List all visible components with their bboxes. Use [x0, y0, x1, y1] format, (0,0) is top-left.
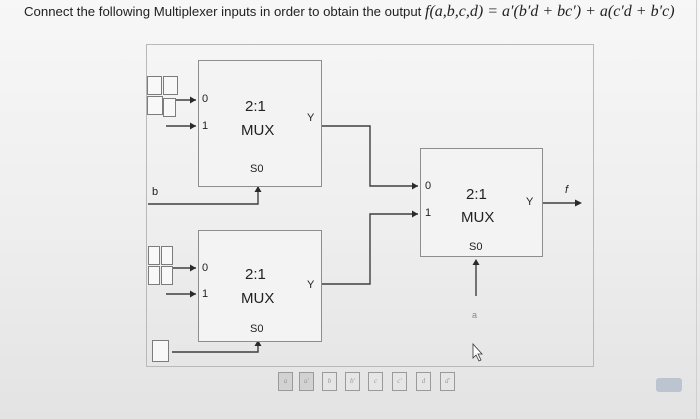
- drop-slot-bottom-in1-a[interactable]: [161, 246, 173, 265]
- drop-slot-top-in0-b[interactable]: [147, 96, 163, 115]
- drop-slot-bottom-in0-a[interactable]: [148, 246, 160, 265]
- drop-slot-bottom-in0-b[interactable]: [148, 266, 160, 285]
- drop-slot-bottom-select[interactable]: [152, 340, 169, 362]
- output-f-label: f: [565, 184, 569, 196]
- mux-bottom-select-label: S0: [250, 323, 264, 335]
- scrollbar-thumb[interactable]: [656, 378, 682, 392]
- mux-top-in0-label: 0: [202, 93, 209, 105]
- diagram-frame: [146, 44, 594, 367]
- drop-slot-top-in0-a[interactable]: [147, 76, 162, 95]
- drop-slot-bottom-in1-b[interactable]: [161, 266, 173, 285]
- mouse-cursor-icon: [472, 342, 483, 362]
- mux-top-subtitle: MUX: [241, 122, 275, 139]
- drop-slot-top-in1-b[interactable]: [163, 98, 176, 117]
- tile-b[interactable]: b: [322, 372, 337, 391]
- mux-bottom: [198, 230, 322, 342]
- right-select-signal-label: a: [472, 310, 478, 320]
- mux-top-in1-label: 1: [202, 120, 209, 132]
- tile-c-prime[interactable]: c': [392, 372, 407, 391]
- mux-bottom-subtitle: MUX: [241, 290, 275, 307]
- mux-right-in0-label: 0: [425, 180, 432, 192]
- mux-top: [198, 60, 322, 187]
- mux-right-output-label: Y: [526, 196, 534, 208]
- mux-top-title: 2:1: [245, 98, 266, 115]
- mux-top-output-label: Y: [307, 112, 315, 124]
- output-formula: f(a,b,c,d) = a′(b′d + bc′) + a(c′d + b′c…: [425, 3, 675, 20]
- tile-d[interactable]: d: [416, 372, 431, 391]
- tile-a[interactable]: a: [278, 372, 293, 391]
- mux-top-select-label: S0: [250, 163, 264, 175]
- drop-slot-top-in1-a[interactable]: [163, 76, 178, 95]
- mux-right-in1-label: 1: [425, 207, 432, 219]
- mux-bottom-in0-label: 0: [202, 262, 209, 274]
- mux-right: [420, 148, 543, 257]
- mux-right-subtitle: MUX: [461, 209, 495, 226]
- mux-right-select-label: S0: [469, 241, 483, 253]
- question-prefix: Connect the following Multiplexer inputs…: [24, 4, 422, 19]
- wire-bottom-y: [320, 213, 418, 285]
- tile-b-prime[interactable]: b': [345, 372, 360, 391]
- tile-a-prime[interactable]: a': [299, 372, 314, 391]
- tile-d-prime[interactable]: d': [440, 372, 455, 391]
- mux-right-title: 2:1: [466, 186, 487, 203]
- wire-top-y: [320, 125, 418, 187]
- left-signal-label: b: [152, 186, 159, 198]
- question-text: Connect the following Multiplexer inputs…: [24, 2, 684, 26]
- mux-bottom-title: 2:1: [245, 266, 266, 283]
- panel-border: [696, 0, 697, 419]
- mux-bottom-in1-label: 1: [202, 288, 209, 300]
- tile-c[interactable]: c: [368, 372, 383, 391]
- mux-bottom-output-label: Y: [307, 279, 315, 291]
- wire-top-select: [148, 186, 259, 205]
